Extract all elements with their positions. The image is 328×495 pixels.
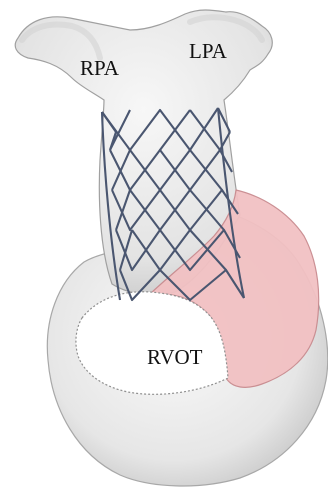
label-rvot: RVOT: [147, 345, 203, 369]
label-lpa: LPA: [189, 39, 228, 63]
label-rpa: RPA: [80, 56, 120, 80]
